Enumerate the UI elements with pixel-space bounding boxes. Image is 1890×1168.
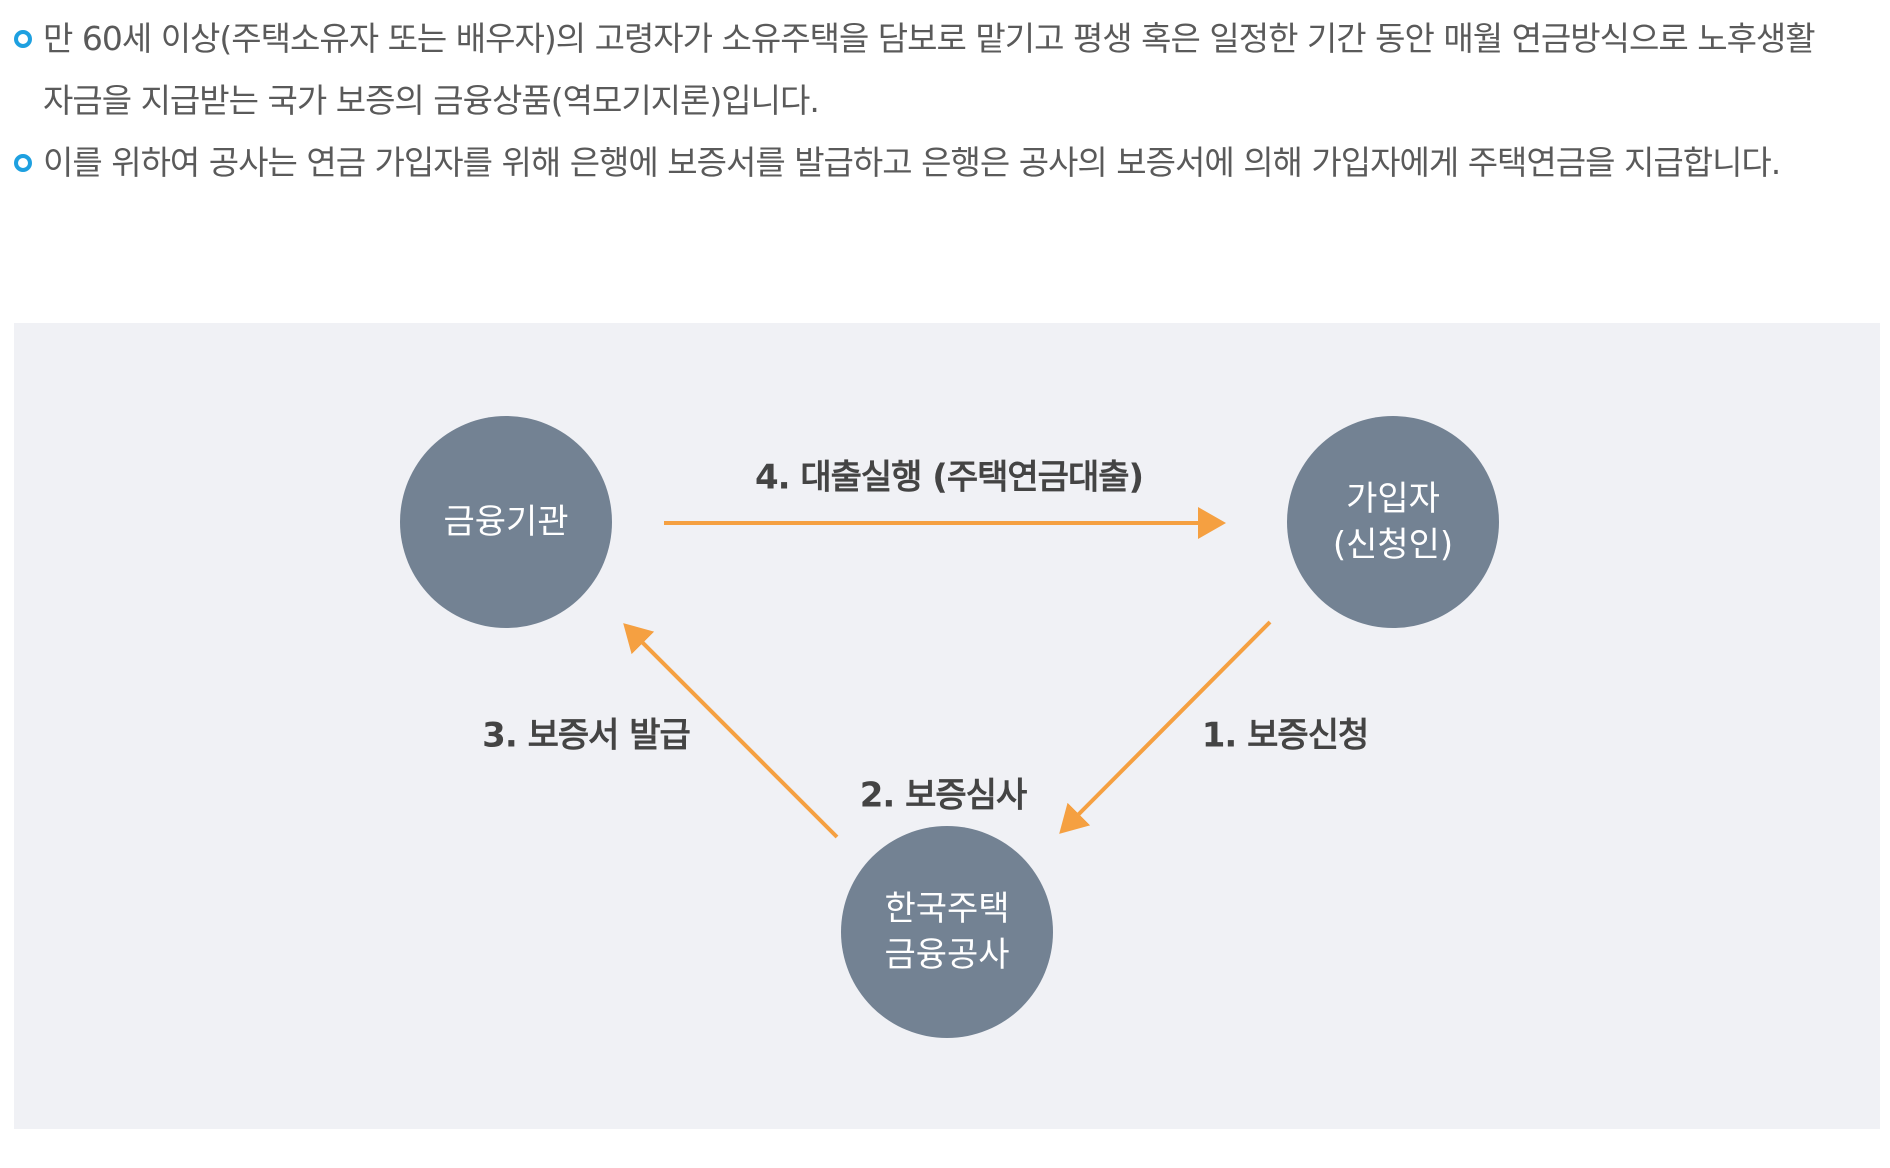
arrow-step1 [1059,620,1272,834]
bullet-text: 이를 위하여 공사는 연금 가입자를 위해 은행에 보증서를 발급하고 은행은 … [43,143,1781,182]
bullet-circle-icon [14,30,32,48]
step3-label: 3. 보증서 발급 [482,715,691,756]
step4-label: 4. 대출실행 (주택연금대출) [754,457,1144,498]
node-housing-finance-corp: 한국주택 금융공사 [841,826,1053,1038]
arrow-step3 [623,623,839,839]
node-label: 한국주택 [884,889,1010,929]
step1-label: 1. 보증신청 [1201,715,1370,756]
node-label: (신청인) [1332,525,1454,565]
node-financial-institution: 금융기관 [400,416,612,628]
step2-label: 2. 보증심사 [859,775,1028,816]
node-label: 금융기관 [443,502,569,542]
intro-bullets: 만 60세 이상(주택소유자 또는 배우자)의 고령자가 소유주택을 담보로 맡… [0,8,1890,194]
bullet-item: 만 60세 이상(주택소유자 또는 배우자)의 고령자가 소유주택을 담보로 맡… [0,8,1843,132]
node-label: 금융공사 [884,935,1010,975]
node-label: 가입자 [1346,479,1440,519]
bullet-circle-icon [14,154,32,172]
node-subscriber: 가입자 (신청인) [1287,416,1499,628]
bullet-item: 이를 위하여 공사는 연금 가입자를 위해 은행에 보증서를 발급하고 은행은 … [0,132,1843,194]
bullet-text: 만 60세 이상(주택소유자 또는 배우자)의 고령자가 소유주택을 담보로 맡… [43,19,1816,120]
